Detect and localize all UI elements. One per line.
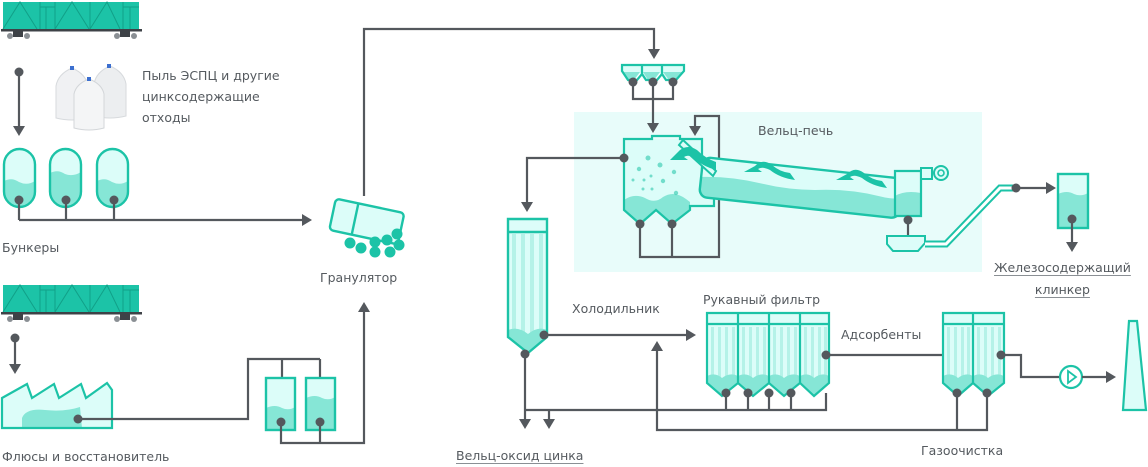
granulator-label: Гранулятор bbox=[320, 270, 398, 285]
bag-filter-label: Рукавный фильтр bbox=[703, 292, 821, 307]
arrow-down-icon bbox=[9, 364, 21, 374]
granulator-to-hoppers-line bbox=[362, 27, 656, 196]
dosing-bins-icon bbox=[264, 376, 337, 432]
granulator-icon bbox=[328, 198, 405, 258]
cooler-icon bbox=[506, 217, 549, 355]
cooler-label: Холодильник bbox=[572, 301, 660, 316]
factory-icon bbox=[0, 381, 114, 430]
clinker-bin-icon bbox=[1056, 172, 1090, 230]
gas-filter-icon bbox=[941, 311, 1006, 398]
zinc-oxide-link[interactable]: Вельц-оксид цинка bbox=[456, 448, 584, 463]
feed-hoppers-icon bbox=[620, 63, 686, 82]
bunkers-to-granulator-line bbox=[14, 195, 312, 226]
fluxes-label: Флюсы и восстановитель bbox=[2, 449, 170, 464]
hoppers-to-kiln-line bbox=[628, 77, 678, 133]
arrow-down-icon bbox=[648, 49, 660, 59]
chamber-to-cooler-line bbox=[525, 156, 624, 203]
fan-icon bbox=[1058, 364, 1084, 390]
railcar-bottom-icon bbox=[1, 283, 142, 322]
arrow-down-icon bbox=[13, 126, 25, 136]
clinker-link[interactable]: Железосодержащий клинкер bbox=[994, 260, 1131, 297]
rotary-kiln-icon bbox=[670, 138, 949, 219]
clinker-conveyor-icon bbox=[886, 184, 1016, 252]
gas-cleaning-return-line bbox=[651, 341, 989, 432]
gas-cleaning-label: Газоочистка bbox=[921, 443, 1004, 458]
bunkers-icon bbox=[2, 147, 130, 209]
zinc-oxide-collection-line bbox=[519, 354, 828, 429]
dust-chamber-icon bbox=[622, 134, 716, 226]
big-bag-icon bbox=[55, 64, 127, 131]
chimney-icon bbox=[1121, 319, 1148, 412]
bunkers-label: Бункеры bbox=[2, 240, 60, 255]
railcar-top-icon bbox=[1, 0, 142, 39]
arrow-right-icon bbox=[302, 214, 312, 226]
dosers-to-granulator-line bbox=[276, 302, 370, 445]
bag-filter-icon bbox=[705, 311, 831, 398]
raw-materials-label: Пыль ЭСПЦ и другие цинксодержащие отходы bbox=[142, 68, 280, 125]
kiln-label: Вельц-печь bbox=[758, 123, 834, 138]
adsorbents-label: Адсорбенты bbox=[841, 327, 922, 342]
